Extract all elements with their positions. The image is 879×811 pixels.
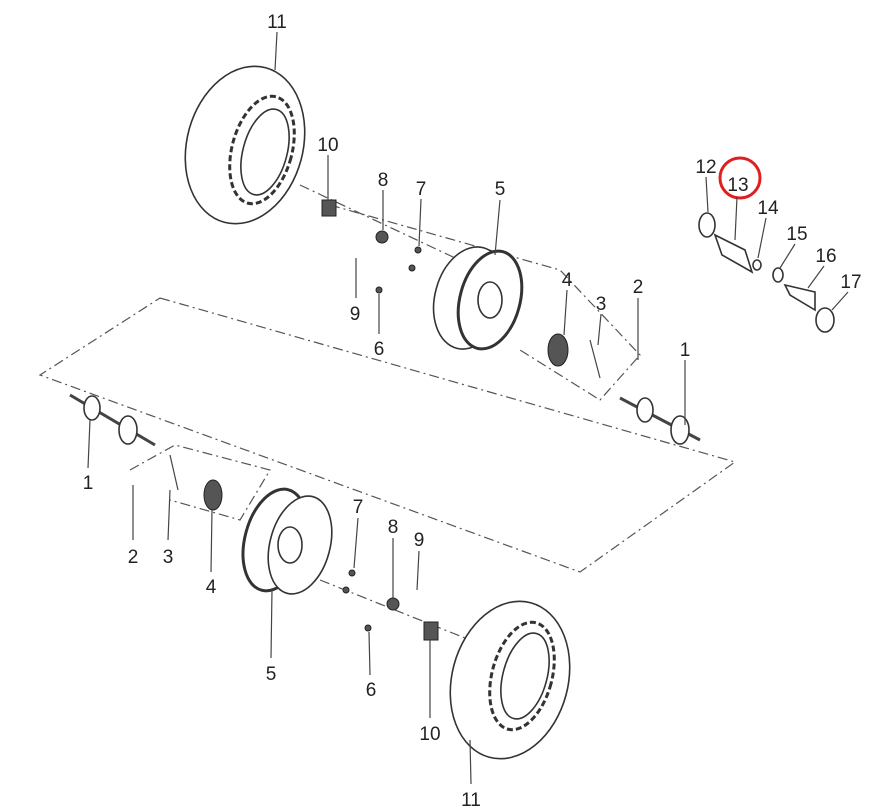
callout-5: 5 [495, 179, 506, 200]
bottom-drive-shaft-1 [69, 393, 156, 447]
bottom-rim [241, 487, 333, 595]
callout-15: 15 [786, 224, 807, 245]
callout-4: 4 [562, 270, 573, 291]
bottom-assembly-labels: 1 2 3 4 5 7 8 9 6 10 11 [83, 473, 481, 811]
callout-7: 7 [416, 179, 427, 200]
callout-13: 13 [727, 175, 748, 196]
axle-assembly-outline [38, 297, 737, 573]
callout-2: 2 [128, 547, 139, 568]
top-nut-10 [321, 199, 337, 217]
callout-17: 17 [840, 272, 861, 293]
callout-8: 8 [388, 517, 399, 538]
callout-8: 8 [378, 170, 389, 191]
leader-lines [87, 31, 849, 785]
top-nut-7 [414, 246, 422, 254]
top-axis-line [299, 184, 471, 266]
boot-kit [698, 212, 835, 333]
callout-2: 2 [633, 277, 644, 298]
top-valve-6 [375, 286, 383, 294]
callout-12: 12 [695, 157, 716, 178]
callout-6: 6 [366, 680, 377, 701]
callout-7: 7 [353, 497, 364, 518]
bottom-nut-7b [342, 586, 350, 594]
top-rim [432, 246, 524, 351]
callout-9: 9 [414, 530, 425, 551]
top-assembly-labels: 11 10 8 7 5 9 6 4 3 2 1 [267, 12, 690, 361]
bottom-hub-4 [203, 479, 223, 511]
bottom-stud-3 [169, 454, 179, 491]
callout-1: 1 [680, 340, 691, 361]
top-washer-8 [375, 230, 389, 244]
callout-14: 14 [757, 198, 779, 219]
bottom-nut-10 [423, 621, 439, 641]
callout-10: 10 [317, 135, 338, 156]
top-hub-outline [329, 204, 641, 401]
callout-4: 4 [206, 577, 217, 598]
top-tire [184, 65, 306, 225]
top-hub-4 [547, 333, 569, 367]
callout-11: 11 [461, 790, 481, 811]
callout-5: 5 [266, 664, 277, 685]
callout-3: 3 [596, 294, 607, 315]
callout-1: 1 [83, 473, 94, 494]
callout-6: 6 [374, 339, 385, 360]
bottom-washer-8 [386, 597, 400, 611]
bottom-tire [449, 600, 571, 760]
top-stud-3 [589, 339, 601, 379]
top-drive-shaft-1 [619, 396, 701, 445]
top-nut-7b [408, 264, 416, 272]
bottom-nut-7 [348, 569, 356, 577]
callout-16: 16 [815, 246, 836, 267]
callout-11: 11 [267, 12, 287, 33]
callout-3: 3 [163, 547, 174, 568]
boot-kit-labels: 12 13 14 15 16 17 [695, 157, 861, 293]
bottom-valve-6 [364, 624, 372, 632]
callout-9: 9 [350, 304, 361, 325]
bottom-hub-outline [129, 444, 271, 521]
highlight-circle [718, 156, 762, 200]
callout-10: 10 [419, 724, 440, 745]
